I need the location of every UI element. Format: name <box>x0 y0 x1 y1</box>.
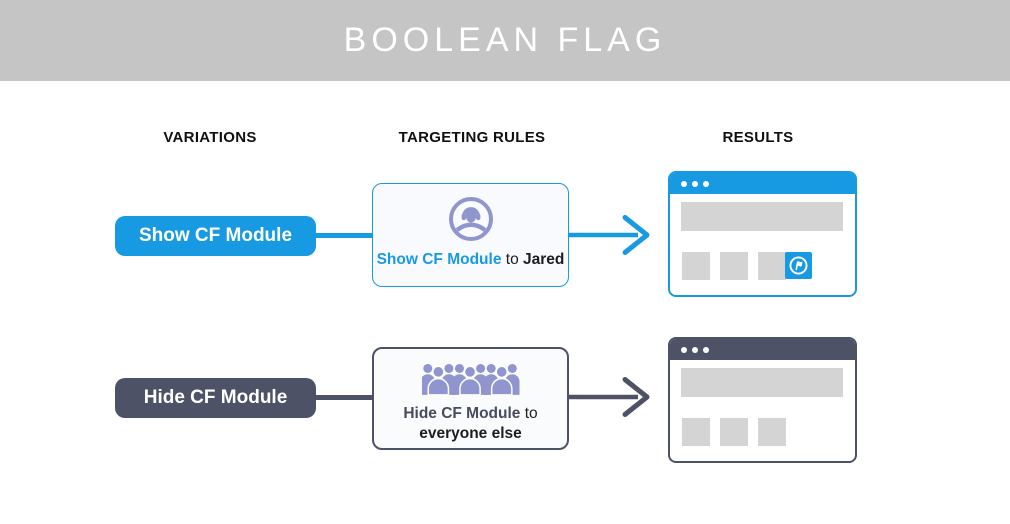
connector-line-show <box>314 233 374 238</box>
browser-body <box>670 360 855 460</box>
content-placeholder-square <box>682 252 710 280</box>
content-placeholder-square <box>758 418 786 446</box>
arrow-right-icon <box>568 215 650 255</box>
crowd-icon <box>421 363 520 396</box>
window-dot-icon <box>692 346 698 353</box>
window-dot-icon <box>681 346 687 353</box>
page-title: BOOLEAN FLAG <box>343 21 667 59</box>
cf-module-tile <box>785 252 812 279</box>
window-dot-icon <box>692 180 698 187</box>
result-browser-show <box>668 171 857 297</box>
column-header-results: RESULTS <box>722 129 794 146</box>
variation-show-cf-module-button[interactable]: Show CF Module <box>115 216 316 256</box>
column-header-targeting-rules: TARGETING RULES <box>398 129 546 146</box>
result-browser-hide <box>668 337 857 463</box>
window-dot-icon <box>703 346 709 353</box>
rule-audience: everyone else <box>419 425 522 442</box>
rule-flag-label: Show CF Module <box>376 251 502 268</box>
rule-audience: Jared <box>523 251 565 268</box>
window-dot-icon <box>681 180 687 187</box>
browser-body <box>670 194 855 294</box>
content-placeholder-square <box>720 418 748 446</box>
targeting-rule-card-hide: Hide CF Module to everyone else <box>372 347 569 450</box>
column-header-variations: VARIATIONS <box>163 129 257 146</box>
content-placeholder-banner <box>681 202 843 231</box>
variation-hide-cf-module-button[interactable]: Hide CF Module <box>115 378 316 418</box>
rule-text: Show CF Module to Jared <box>377 250 565 270</box>
browser-titlebar <box>670 173 855 194</box>
arrow-right-icon <box>568 377 650 417</box>
rule-connector-word: to <box>524 405 538 422</box>
content-placeholder-banner <box>681 368 843 397</box>
content-placeholder-square <box>682 418 710 446</box>
browser-titlebar <box>670 339 855 360</box>
content-placeholder-square <box>758 252 786 280</box>
user-avatar-icon <box>448 197 493 241</box>
rule-flag-label: Hide CF Module <box>403 405 521 422</box>
targeting-rule-card-show: Show CF Module to Jared <box>372 183 569 287</box>
content-placeholder-square <box>720 252 748 280</box>
rule-text: Hide CF Module to everyone else <box>403 404 537 444</box>
rule-connector-word: to <box>505 251 519 268</box>
title-banner: BOOLEAN FLAG <box>0 0 1010 81</box>
window-dot-icon <box>703 180 709 187</box>
connector-line-hide <box>314 395 374 400</box>
flag-icon <box>789 256 808 275</box>
